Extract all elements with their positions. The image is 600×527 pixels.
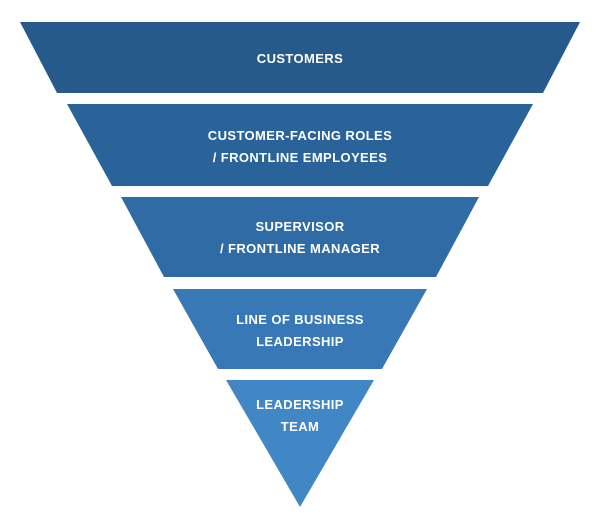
tier-shape-customer-facing-roles [67, 104, 533, 186]
tier-label-customer-facing-roles-line2: / FRONTLINE EMPLOYEES [213, 150, 388, 165]
tier-label-customers: CUSTOMERS [257, 51, 343, 66]
tier-customers: CUSTOMERS [20, 22, 580, 93]
tier-customer-facing-roles: CUSTOMER-FACING ROLES / FRONTLINE EMPLOY… [67, 104, 533, 186]
tier-shape-supervisor [121, 197, 479, 277]
tier-shape-line-of-business-leadership [173, 289, 427, 369]
tier-label-supervisor-line1: SUPERVISOR [255, 219, 344, 234]
tier-label-line-of-business-line1: LINE OF BUSINESS [236, 312, 364, 327]
tier-leadership-team: LEADERSHIP TEAM [226, 380, 374, 507]
tier-label-supervisor-line2: / FRONTLINE MANAGER [220, 241, 380, 256]
tier-shape-customers [20, 22, 580, 93]
tier-label-customer-facing-roles-line1: CUSTOMER-FACING ROLES [208, 128, 392, 143]
tier-label-leadership-team-line1: LEADERSHIP [256, 397, 344, 412]
tier-line-of-business-leadership: LINE OF BUSINESS LEADERSHIP [173, 289, 427, 369]
tier-label-leadership-team-line2: TEAM [281, 419, 319, 434]
tier-label-line-of-business-line2: LEADERSHIP [256, 334, 344, 349]
tier-supervisor: SUPERVISOR / FRONTLINE MANAGER [121, 197, 479, 277]
tier-shape-leadership-team [226, 380, 374, 507]
